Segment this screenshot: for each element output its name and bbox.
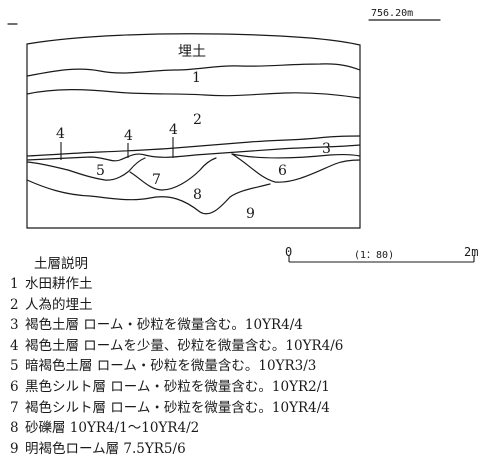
legend-item-6: 6 黒色シルト層 ローム・砂粒を微量含む。10YR2/1 [10, 377, 480, 398]
layer-label-8: 8 [193, 187, 202, 203]
layer-label-4b: 4 [124, 128, 133, 144]
layer-label-1: 1 [192, 70, 201, 86]
layer-label-4a: 4 [56, 126, 65, 142]
legend-item-2: 2 人為的埋土 [10, 295, 480, 316]
legend-text: 褐色土層 ロームを少量、砂粒を微量含む。10YR4/6 [25, 337, 344, 354]
layer-label-3: 3 [322, 141, 331, 157]
legend-text: 暗褐色土層 ローム・砂粒を微量含む。10YR3/3 [25, 358, 317, 375]
legend-text: 褐色土層 ローム・砂粒を微量含む。10YR4/4 [25, 317, 303, 334]
soil-legend: 土層説明 1 水田耕作土 2 人為的埋土 3 褐色土層 ローム・砂粒を微量含む。10Y… [10, 254, 480, 459]
boundary-layer8-base [26, 179, 271, 215]
legend-num: 6 [10, 378, 19, 395]
boundary-fill-layer1 [26, 63, 361, 77]
layer-label-7: 7 [152, 172, 161, 188]
layer7-lens [129, 157, 217, 191]
elevation-label: 756.20m [371, 8, 413, 19]
scale-ratio-label: (1：80) [354, 250, 394, 261]
boundary-layer4 [26, 144, 361, 162]
boundary-layer2-layer3 [26, 135, 361, 157]
boundary-layer1-layer2 [26, 89, 361, 99]
legend-num: 4 [10, 337, 19, 354]
legend-num: 3 [10, 317, 19, 334]
layer6-lens [231, 153, 361, 183]
legend-text: 黒色シルト層 ローム・砂粒を微量含む。10YR2/1 [25, 378, 330, 395]
scale-end-label: 2m [464, 245, 478, 259]
legend-text: 砂礫層 10YR4/1〜10YR4/2 [25, 420, 200, 437]
legend-num: 1 [10, 276, 19, 292]
legend-text: 水田耕作土 [25, 276, 93, 292]
layer5-lens [26, 157, 146, 181]
layer-label-fill: 埋土 [178, 44, 206, 60]
legend-text: 人為的埋土 [25, 296, 93, 313]
scale-start-label: 0 [285, 245, 292, 259]
legend-num: 5 [10, 358, 19, 375]
legend-item-9: 9 明褐色ローム層 7.5YR5/6 [10, 439, 480, 460]
legend-num: 7 [10, 399, 19, 416]
legend-item-4: 4 褐色土層 ロームを少量、砂粒を微量含む。10YR4/6 [10, 336, 480, 357]
legend-item-1: 1 水田耕作土 [10, 274, 480, 295]
legend-item-3: 3 褐色土層 ローム・砂粒を微量含む。10YR4/4 [10, 315, 480, 336]
boundary-layer3-base [231, 153, 361, 159]
layer-label-9: 9 [246, 206, 255, 222]
legend-item-8: 8 砂礫層 10YR4/1〜10YR4/2 [10, 418, 480, 439]
layer-label-6: 6 [278, 163, 287, 179]
legend-num: 9 [10, 440, 19, 457]
legend-num: 8 [10, 420, 19, 437]
layer-label-5: 5 [96, 163, 105, 179]
section-top-surface [26, 33, 361, 46]
layer-label-4c: 4 [169, 122, 178, 138]
soil-section-drawing: 756.20m 埋土 1 2 3 4 4 4 5 6 7 8 9 0 (1：80… [7, 8, 478, 263]
legend-title: 土層説明 [34, 256, 88, 272]
legend-text: 褐色シルト層 ローム・砂粒を微量含む。10YR4/4 [25, 399, 330, 416]
legend-num: 2 [10, 296, 19, 313]
legend-item-7: 7 褐色シルト層 ローム・砂粒を微量含む。10YR4/4 [10, 398, 480, 419]
legend-item-5: 5 暗褐色土層 ローム・砂粒を微量含む。10YR3/3 [10, 356, 480, 377]
legend-text: 明褐色ローム層 7.5YR5/6 [25, 440, 186, 457]
layer-label-2: 2 [193, 112, 202, 128]
